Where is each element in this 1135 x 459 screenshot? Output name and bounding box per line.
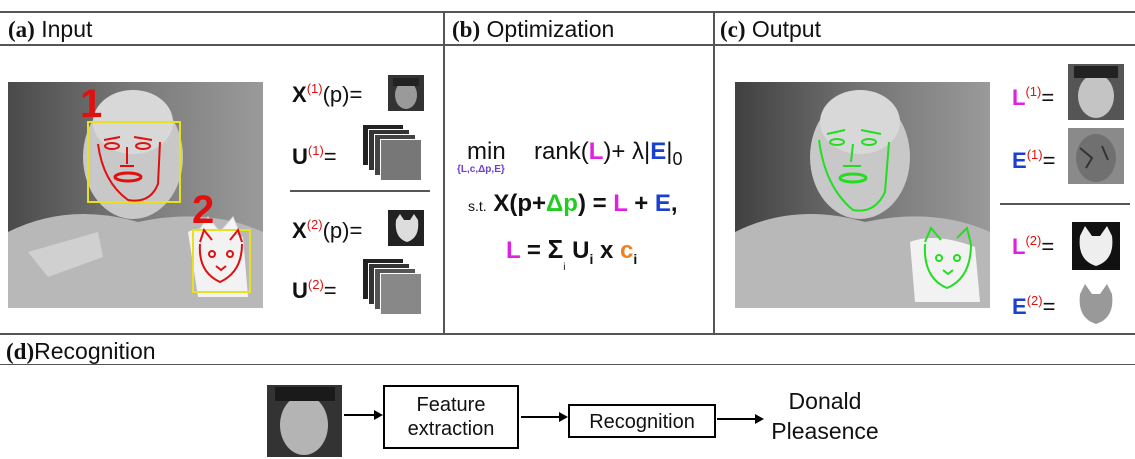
panel-title-output: (c) Output	[720, 16, 821, 42]
x2-equation: X(2)(p)=	[292, 217, 363, 243]
e2-equation: E(2)=	[1012, 293, 1056, 319]
recognition-result: Donald Pleasence	[771, 388, 879, 444]
header-rule	[0, 44, 1135, 46]
arrow-3-icon	[717, 414, 764, 424]
recognition-rule	[0, 364, 1135, 365]
l1-lowrank-face	[1068, 64, 1124, 120]
x1-equation: X(1)(p)=	[292, 81, 363, 107]
recognition-input-face	[267, 385, 342, 457]
input-divider	[290, 190, 430, 192]
output-landmarks	[818, 129, 972, 290]
lowrank-cat-icon	[1079, 226, 1113, 266]
output-photo	[735, 82, 990, 308]
panel-title-optimization: (b) Optimization	[452, 16, 615, 42]
objective-subscript: {L,c,Δp,E}	[457, 164, 505, 175]
top-rule	[0, 11, 1135, 13]
constraint-2: L = Σi Ui x ci	[506, 234, 638, 273]
input-scene	[8, 82, 263, 308]
face-marker-2: 2	[192, 188, 215, 232]
e1-equation: E(1)=	[1012, 147, 1056, 173]
output-divider	[1000, 203, 1130, 205]
objective-min: min	[467, 138, 506, 165]
u1-equation: U(1)=	[292, 143, 337, 169]
mid-rule	[0, 333, 1135, 335]
divider-b-c	[713, 11, 715, 333]
x2-cat-thumbnail	[388, 210, 424, 246]
objective-expression: rank(L)+ λ|E|0	[534, 138, 683, 169]
arrow-2-icon	[521, 412, 568, 422]
e1-error-face	[1068, 128, 1124, 184]
u1-basis-stack	[362, 124, 422, 182]
panel-title-input: (a) Input	[8, 16, 93, 42]
face-marker-1: 1	[80, 82, 103, 126]
error-face-icon	[1076, 134, 1116, 182]
recognition-box: Recognition	[568, 404, 716, 438]
arrow-1-icon	[344, 410, 383, 420]
cat-thumb-icon	[395, 214, 419, 242]
l2-equation: L(2)=	[1012, 233, 1055, 259]
constraint-1: s.t. X(p+Δp) = L + E,	[468, 190, 678, 217]
e2-error-cat	[1072, 280, 1120, 328]
panel-title-recognition: (d)Recognition	[6, 338, 156, 364]
divider-a-b	[443, 11, 445, 333]
l2-lowrank-cat	[1072, 222, 1120, 270]
input-photo: 1 2	[8, 82, 263, 308]
face-thumb-icon	[393, 78, 419, 109]
x1-face-thumbnail	[388, 75, 424, 111]
error-cat-icon	[1079, 284, 1113, 324]
u2-equation: U(2)=	[292, 277, 337, 303]
feature-extraction-box: Feature extraction	[383, 385, 519, 449]
recognition-face-icon	[275, 387, 335, 455]
u2-basis-stack	[362, 258, 422, 316]
l1-equation: L(1)=	[1012, 84, 1055, 110]
lowrank-face-icon	[1074, 66, 1118, 118]
input-landmarks	[87, 121, 251, 293]
